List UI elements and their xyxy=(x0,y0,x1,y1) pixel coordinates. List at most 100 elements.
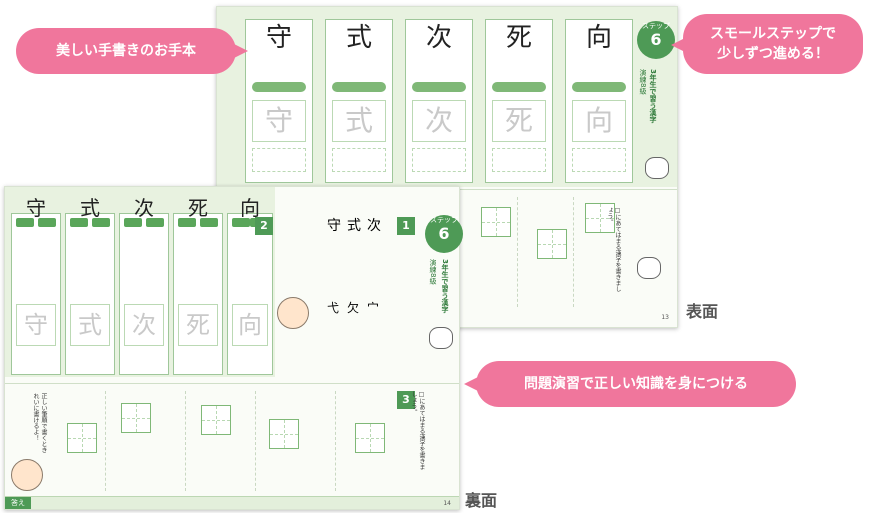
callout-text: 問題演習で正しい知識を身につける xyxy=(524,376,748,392)
radical-box xyxy=(252,148,306,172)
stroke-tag xyxy=(38,218,56,227)
kanji-strip-5: 向 向 xyxy=(565,19,633,183)
callout-practice: 問題演習で正しい知識を身につける xyxy=(464,361,796,407)
step-subtitle: 演練8級 xyxy=(429,259,437,285)
dog-mascot-icon xyxy=(429,327,453,349)
kanji-strip-2: 式 式 xyxy=(65,196,115,375)
instruction: □にあてはまる漢字を書きましょう。 xyxy=(606,207,621,292)
point-advice-bar xyxy=(492,82,546,92)
rule-line xyxy=(335,391,336,491)
question-number-1: 1 xyxy=(397,217,415,235)
dog-mascot-icon xyxy=(637,257,661,279)
back-label: 裏面 xyxy=(465,491,498,510)
trace-kanji: 死 xyxy=(178,304,218,346)
question-number-3: 3 xyxy=(397,391,415,409)
q1-part-1: 弋 xyxy=(327,301,340,315)
child-illustration-icon xyxy=(11,459,43,491)
trace-kanji: 次 xyxy=(412,100,466,142)
question-number-2: 2 xyxy=(255,217,273,235)
kanji-strip-1: 守 守 xyxy=(11,196,61,375)
callout-text-line1: スモールステップで xyxy=(710,26,836,42)
answer-box[interactable] xyxy=(67,423,97,453)
radical-box xyxy=(572,148,626,172)
front-label: 表面 xyxy=(686,302,719,321)
instruction-q3: □にあてはまる漢字を書きましょう。 xyxy=(410,391,425,470)
answer-box[interactable] xyxy=(121,403,151,433)
kanji-strip-4: 死 死 xyxy=(485,19,553,183)
kanji: 守 xyxy=(26,196,46,220)
q1-part-3: 宀 xyxy=(367,301,380,315)
kanji: 死 xyxy=(505,23,532,53)
rule-line xyxy=(573,197,574,307)
answer-box[interactable] xyxy=(481,207,511,237)
point-advice-bar xyxy=(252,82,306,92)
point-advice-bar xyxy=(332,82,386,92)
point-advice-bar xyxy=(412,82,466,92)
back-page: 守 守 式 式 次 次 死 死 向 向 2 1 守 式 次 弋 欠 宀 ステップ… xyxy=(4,186,463,510)
trace-kanji: 向 xyxy=(232,304,268,346)
kanji-strip-2: 式 式 xyxy=(325,19,393,183)
trace-kanji: 守 xyxy=(16,304,56,346)
radical-box xyxy=(492,148,546,172)
page-number: 13 xyxy=(661,314,669,321)
kanji-strip-3: 次 次 xyxy=(405,19,473,183)
q1-kanji-2: 式 xyxy=(347,218,361,234)
callout-small-steps: スモールステップで 少しずつ進める！ xyxy=(671,14,863,74)
answer-box[interactable] xyxy=(269,419,299,449)
kanji: 向 xyxy=(240,196,260,220)
answer-box[interactable] xyxy=(585,203,615,233)
q1-kanji-3: 次 xyxy=(367,218,381,234)
trace-kanji: 死 xyxy=(492,100,546,142)
radical-box xyxy=(332,148,386,172)
trace-kanji: 守 xyxy=(252,100,306,142)
callout-text: 美しい手書きのお手本 xyxy=(56,43,196,59)
step-label: ステップ xyxy=(642,22,670,30)
callout-handwriting: 美しい手書きのお手本 xyxy=(16,28,248,74)
kanji: 次 xyxy=(425,23,452,53)
q1-part-2: 欠 xyxy=(347,301,360,315)
stroke-tag xyxy=(146,218,164,227)
kanji-strip-3: 次 次 xyxy=(119,196,169,375)
divider xyxy=(5,383,459,384)
step-subtitle: 演練8級 xyxy=(639,69,647,95)
rule-line xyxy=(517,197,518,307)
kanji-strip-4: 死 死 xyxy=(173,196,223,375)
radical-box xyxy=(412,148,466,172)
q1-kanji-1: 守 xyxy=(327,218,341,234)
step-number: 6 xyxy=(438,224,450,243)
point-advice-bar xyxy=(572,82,626,92)
kanji-strip-1: 守 守 xyxy=(245,19,313,183)
rule-line xyxy=(105,391,106,491)
kanji: 式 xyxy=(345,23,372,53)
rule-line xyxy=(255,391,256,491)
step-title: 3年生で習う漢字 xyxy=(441,259,449,313)
kanji: 次 xyxy=(134,196,154,220)
stroke-tag xyxy=(92,218,110,227)
rule-line xyxy=(185,391,186,491)
callout-text-line2: 少しずつ進める！ xyxy=(717,46,829,62)
trace-kanji: 次 xyxy=(124,304,164,346)
stroke-tag xyxy=(124,218,142,227)
answers-tab: 答え xyxy=(5,497,31,509)
stroke-tag xyxy=(200,218,218,227)
trace-kanji: 式 xyxy=(332,100,386,142)
step-number: 6 xyxy=(650,30,662,49)
step-label: ステップ xyxy=(430,216,458,224)
answer-box[interactable] xyxy=(355,423,385,453)
stroke-tag xyxy=(232,218,250,227)
dog-mascot-icon xyxy=(645,157,669,179)
kanji: 式 xyxy=(80,196,100,220)
step-badge: ステップ 6 xyxy=(425,215,463,253)
answer-box[interactable] xyxy=(201,405,231,435)
child-illustration-icon xyxy=(277,297,309,329)
step-badge: ステップ 6 xyxy=(637,21,675,59)
stroke-tag xyxy=(16,218,34,227)
kanji: 守 xyxy=(265,23,292,53)
kanji-strip-5: 向 向 xyxy=(227,196,273,375)
kanji: 死 xyxy=(188,196,208,220)
tip-note: 正しい筆順で書くときれいに書けるよ！ xyxy=(32,393,47,453)
stroke-tag xyxy=(178,218,196,227)
stroke-tag xyxy=(70,218,88,227)
answer-box[interactable] xyxy=(537,229,567,259)
page-number: 14 xyxy=(443,500,451,507)
